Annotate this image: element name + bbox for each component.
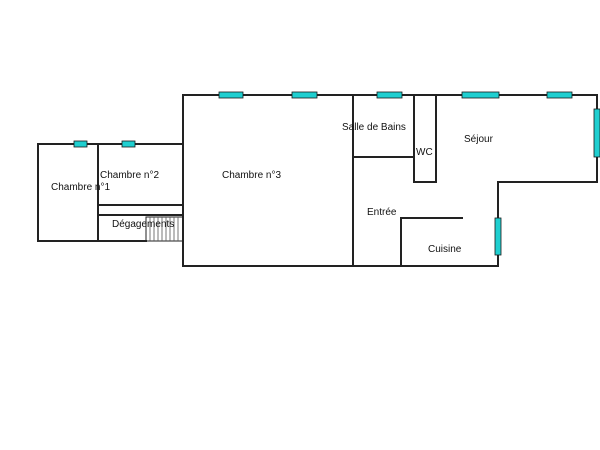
degagements-outline: [97, 204, 147, 242]
label-chambre-1: Chambre n°1: [51, 182, 110, 193]
label-wc: WC: [416, 147, 433, 158]
label-entree: Entrée: [367, 207, 397, 218]
window-chambre-1: [73, 140, 88, 148]
label-salle-de-bains: Salle de Bains: [342, 122, 406, 133]
window-chambre-3-b: [291, 91, 318, 99]
label-sejour: Séjour: [464, 134, 494, 145]
window-sejour-a: [461, 91, 500, 99]
label-degagements: Dégagements: [112, 219, 174, 230]
window-chambre-2: [121, 140, 136, 148]
kitchen-outline: [400, 217, 463, 267]
window-chambre-3-a: [218, 91, 244, 99]
label-chambre-2: Chambre n°2: [100, 170, 159, 181]
windows: [73, 91, 600, 256]
window-bathroom: [376, 91, 403, 99]
wc-outline: [413, 94, 437, 183]
window-sejour-side: [593, 108, 600, 158]
window-sejour-b: [546, 91, 573, 99]
main-block-outline: [182, 94, 598, 267]
label-chambre-3: Chambre n°3: [222, 170, 281, 181]
window-kitchen: [494, 217, 502, 256]
label-cuisine: Cuisine: [428, 244, 462, 255]
